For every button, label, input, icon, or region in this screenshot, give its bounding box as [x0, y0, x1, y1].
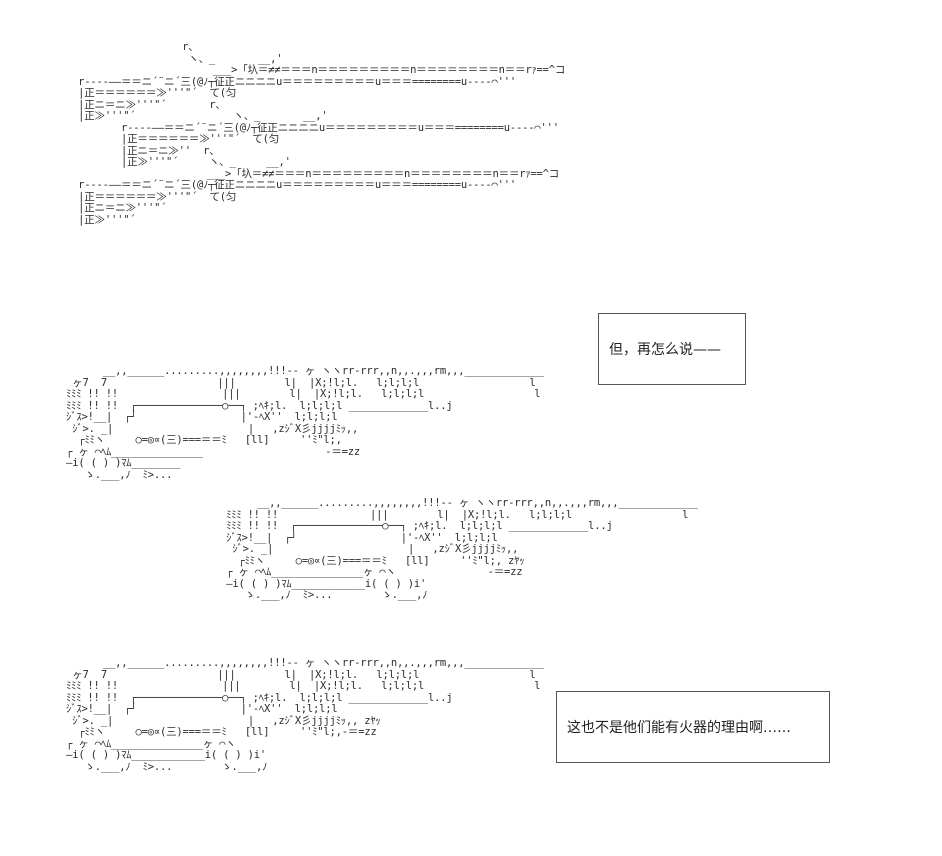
cannon-art-bottom: __,,______.........,,,,,,,,!!!‐‐ ヶ ヽヽrr-… [66, 657, 544, 773]
speech-text-2: 这也不是他们能有火器的理由啊…… [567, 720, 791, 736]
speech-text-1: 但，再怎么说—— [609, 342, 721, 358]
cannon-art-middle: __,,______.........,,,,,,,,!!!‐‐ ヶ ヽヽrr-… [226, 497, 698, 601]
speech-bubble-1: 但，再怎么说—— [598, 313, 746, 385]
cannon-art-top: __,,______.........,,,,,,,,!!!‐‐ ヶ ヽヽrr-… [66, 365, 544, 481]
speech-bubble-2: 这也不是他们能有火器的理由啊…… [556, 691, 830, 763]
rifle-volley-art: r、 ヽ、_ __,' ___>「圦＝≠≠＝＝＝n＝＝＝＝＝＝＝＝＝n＝＝＝＝＝… [78, 41, 566, 226]
